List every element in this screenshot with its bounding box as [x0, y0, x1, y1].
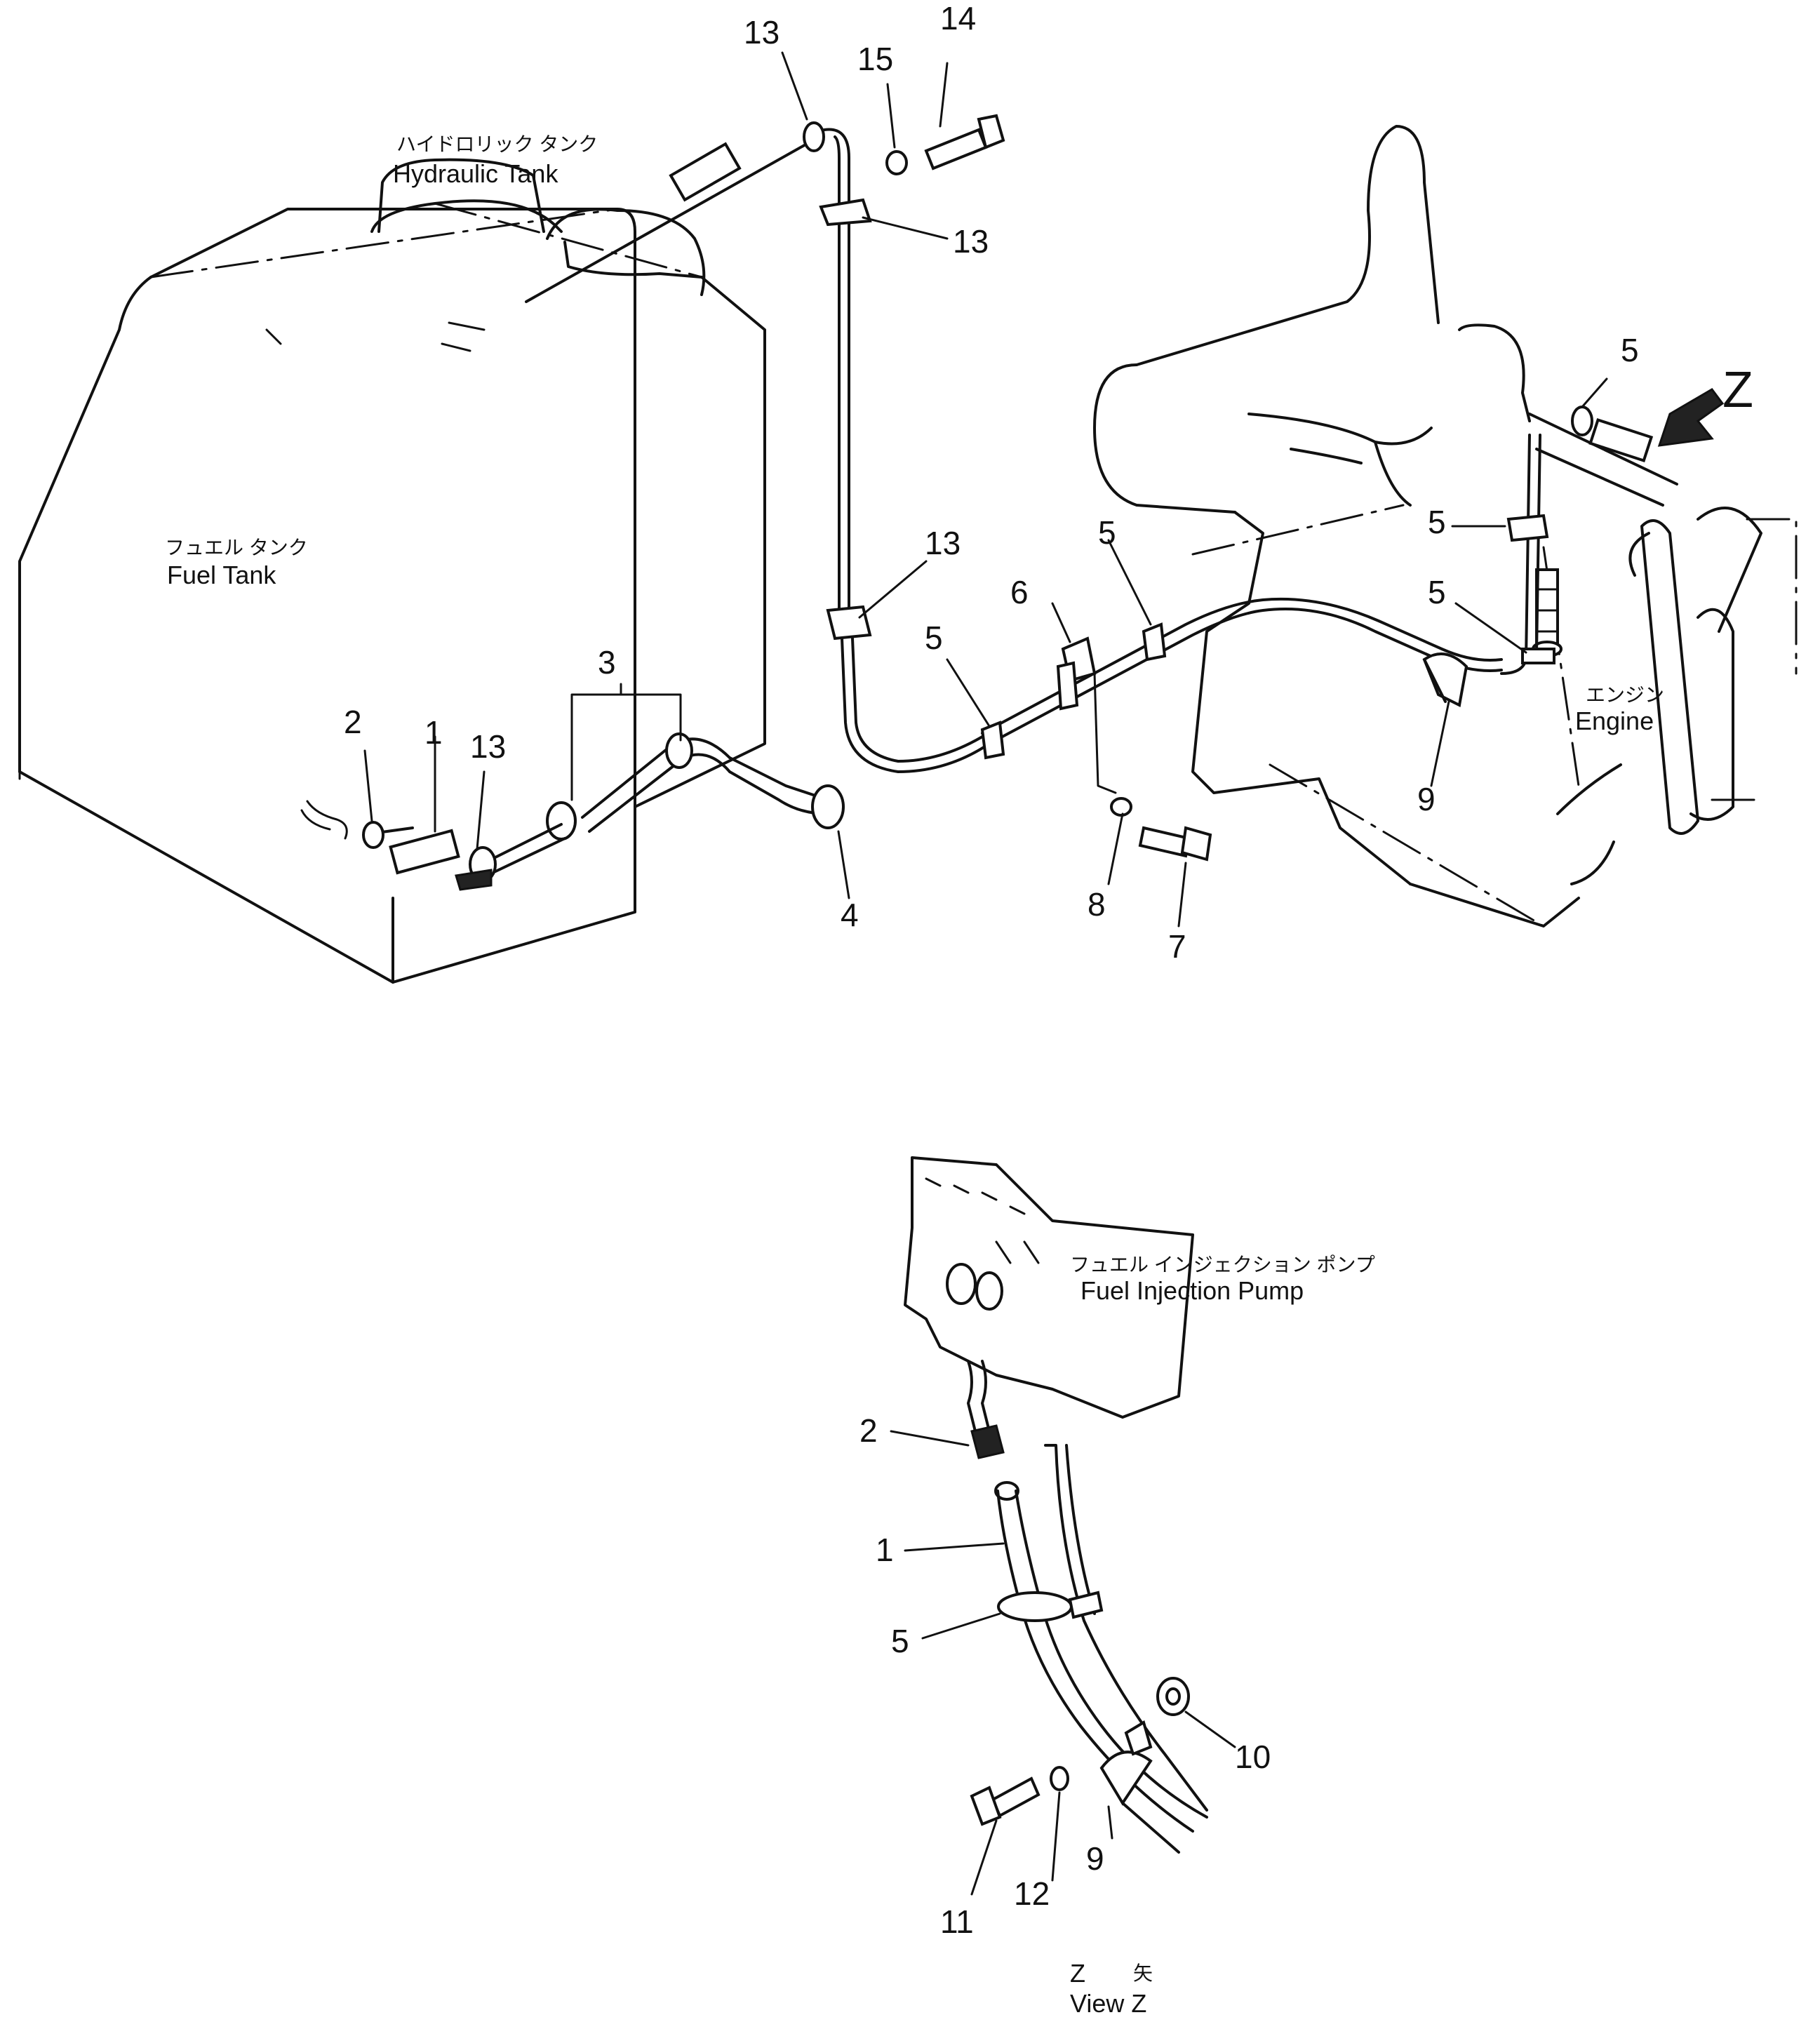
text-labels: ハイドロリック タンク Hydraulic Tank フュエル タンク Fuel…: [165, 133, 1753, 2018]
callout-5: 5: [891, 1623, 909, 1659]
engine-label-jp: エンジン: [1586, 684, 1664, 706]
main-fuel-line: [980, 597, 1503, 794]
callout-6: 6: [1010, 574, 1029, 610]
arrow-letter: Z: [1722, 362, 1753, 418]
callout-2: 2: [859, 1412, 878, 1449]
callout-7: 7: [1168, 928, 1186, 965]
engine-label: Engine: [1575, 707, 1654, 735]
bolt-14: [924, 114, 1005, 170]
view-z-lines: [970, 1444, 1208, 1854]
washer-8: [1110, 797, 1132, 817]
callout-11: 11: [940, 1903, 974, 1940]
view-z-arrow: [1657, 388, 1725, 447]
view-letter: Z: [1070, 1959, 1085, 1988]
fuel-injection-pump: [904, 1156, 1194, 1459]
grommet-4: [811, 784, 845, 829]
fuel-tank-label-jp: フュエル タンク: [165, 537, 308, 558]
callout-14: 14: [940, 0, 976, 36]
fuel-tank-label: Fuel Tank: [167, 561, 276, 589]
tank-outlet-line: [300, 732, 845, 891]
callout-5: 5: [1098, 514, 1116, 551]
callout-1: 1: [876, 1532, 894, 1568]
callout-2: 2: [344, 704, 362, 740]
clamp-2-lower: [970, 1424, 1005, 1459]
leader-lines: [363, 51, 1608, 1896]
bolt-7: [1138, 826, 1212, 862]
callout-5: 5: [1428, 574, 1446, 610]
top-return-line: [525, 121, 991, 773]
hydraulic-tank-label: Hydraulic Tank: [393, 159, 558, 188]
hydraulic-tank: [370, 158, 766, 808]
callout-3: 3: [598, 644, 616, 681]
fuel-tank: [18, 208, 636, 984]
callout-8: 8: [1088, 886, 1106, 923]
callout-13: 13: [953, 223, 989, 260]
view-label: View Z: [1070, 1989, 1146, 2018]
pump-label: Fuel Injection Pump: [1080, 1276, 1304, 1305]
pump-label-jp: フュエル インジェクション ポンプ: [1070, 1254, 1375, 1276]
callout-1: 1: [424, 714, 443, 751]
callout-10: 10: [1235, 1739, 1271, 1775]
callout-5: 5: [1428, 504, 1446, 540]
washer-15: [885, 150, 908, 175]
callout-13: 13: [925, 525, 961, 561]
callout-9: 9: [1417, 781, 1436, 817]
callout-13: 13: [744, 14, 779, 51]
engine-feed-line: [1500, 406, 1654, 675]
callout-4: 4: [841, 897, 859, 933]
view-label-jp: 矢: [1133, 1962, 1153, 1984]
callout-15: 15: [857, 41, 893, 77]
callout-12: 12: [1014, 1875, 1050, 1912]
callout-numbers: 13 14 15 13 13 5 6 5 5 5 5 3 2 1 13 4 8 …: [344, 0, 1639, 1940]
callout-5: 5: [1621, 332, 1639, 368]
callout-5: 5: [925, 620, 943, 656]
callout-13: 13: [470, 728, 506, 765]
callout-9: 9: [1086, 1840, 1104, 1877]
hydraulic-tank-label-jp: ハイドロリック タンク: [396, 133, 598, 155]
engine: [1093, 125, 1798, 928]
